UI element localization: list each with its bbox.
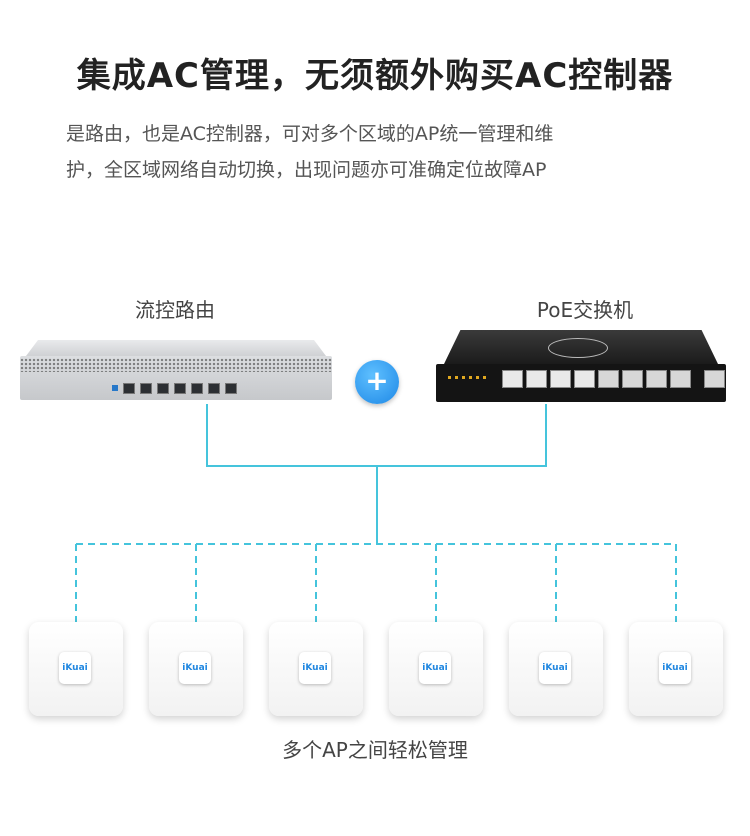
router-port [225, 383, 237, 394]
switch-led [462, 376, 465, 379]
router-port [191, 383, 203, 394]
switch-port [670, 370, 691, 388]
switch-port [502, 370, 523, 388]
switch-led [476, 376, 479, 379]
switch-uplink-port [704, 370, 725, 388]
switch-led [469, 376, 472, 379]
switch-leds [448, 376, 486, 379]
switch-brand-logo [548, 338, 608, 358]
switch-led [455, 376, 458, 379]
switch-led [448, 376, 451, 379]
router-chassis-top [26, 340, 326, 356]
ap-brand-logo: iKuai [299, 652, 331, 684]
switch-port [622, 370, 643, 388]
router-label: 流控路由 [135, 298, 215, 322]
router-led [112, 385, 118, 391]
access-point: iKuai [149, 622, 243, 716]
access-point: iKuai [29, 622, 123, 716]
switch-port [574, 370, 595, 388]
router-ports [112, 383, 237, 394]
subtitle-line: 是路由，也是AC控制器，可对多个区域的AP统一管理和维 [66, 123, 554, 145]
ap-brand-logo: iKuai [419, 652, 451, 684]
page-subtitle: 是路由，也是AC控制器，可对多个区域的AP统一管理和维 护，全区域网络自动切换，… [66, 116, 691, 188]
ap-brand-logo: iKuai [179, 652, 211, 684]
switch-port [526, 370, 547, 388]
switch-ports [502, 370, 725, 388]
access-point: iKuai [629, 622, 723, 716]
router-front-panel [20, 356, 332, 400]
ap-brand-logo: iKuai [659, 652, 691, 684]
access-point: iKuai [509, 622, 603, 716]
router-port [174, 383, 186, 394]
router-vent [20, 358, 332, 372]
switch-label: PoE交换机 [536, 298, 634, 322]
footer-caption: 多个AP之间轻松管理 [282, 738, 468, 762]
router-image [20, 340, 332, 406]
subtitle-line: 护，全区域网络自动切换，出现问题亦可准确定位故障AP [66, 159, 547, 181]
switch-led [483, 376, 486, 379]
access-point: iKuai [389, 622, 483, 716]
switch-port [598, 370, 619, 388]
router-port [140, 383, 152, 394]
router-port [208, 383, 220, 394]
switch-image [436, 330, 726, 406]
page-title: 集成AC管理，无须额外购买AC控制器 [76, 56, 674, 96]
ap-brand-logo: iKuai [59, 652, 91, 684]
router-port [157, 383, 169, 394]
switch-port [646, 370, 667, 388]
switch-port [550, 370, 571, 388]
ap-brand-logo: iKuai [539, 652, 571, 684]
router-port [123, 383, 135, 394]
access-point: iKuai [269, 622, 363, 716]
plus-icon: + [355, 360, 399, 404]
device-link-line [206, 404, 547, 467]
